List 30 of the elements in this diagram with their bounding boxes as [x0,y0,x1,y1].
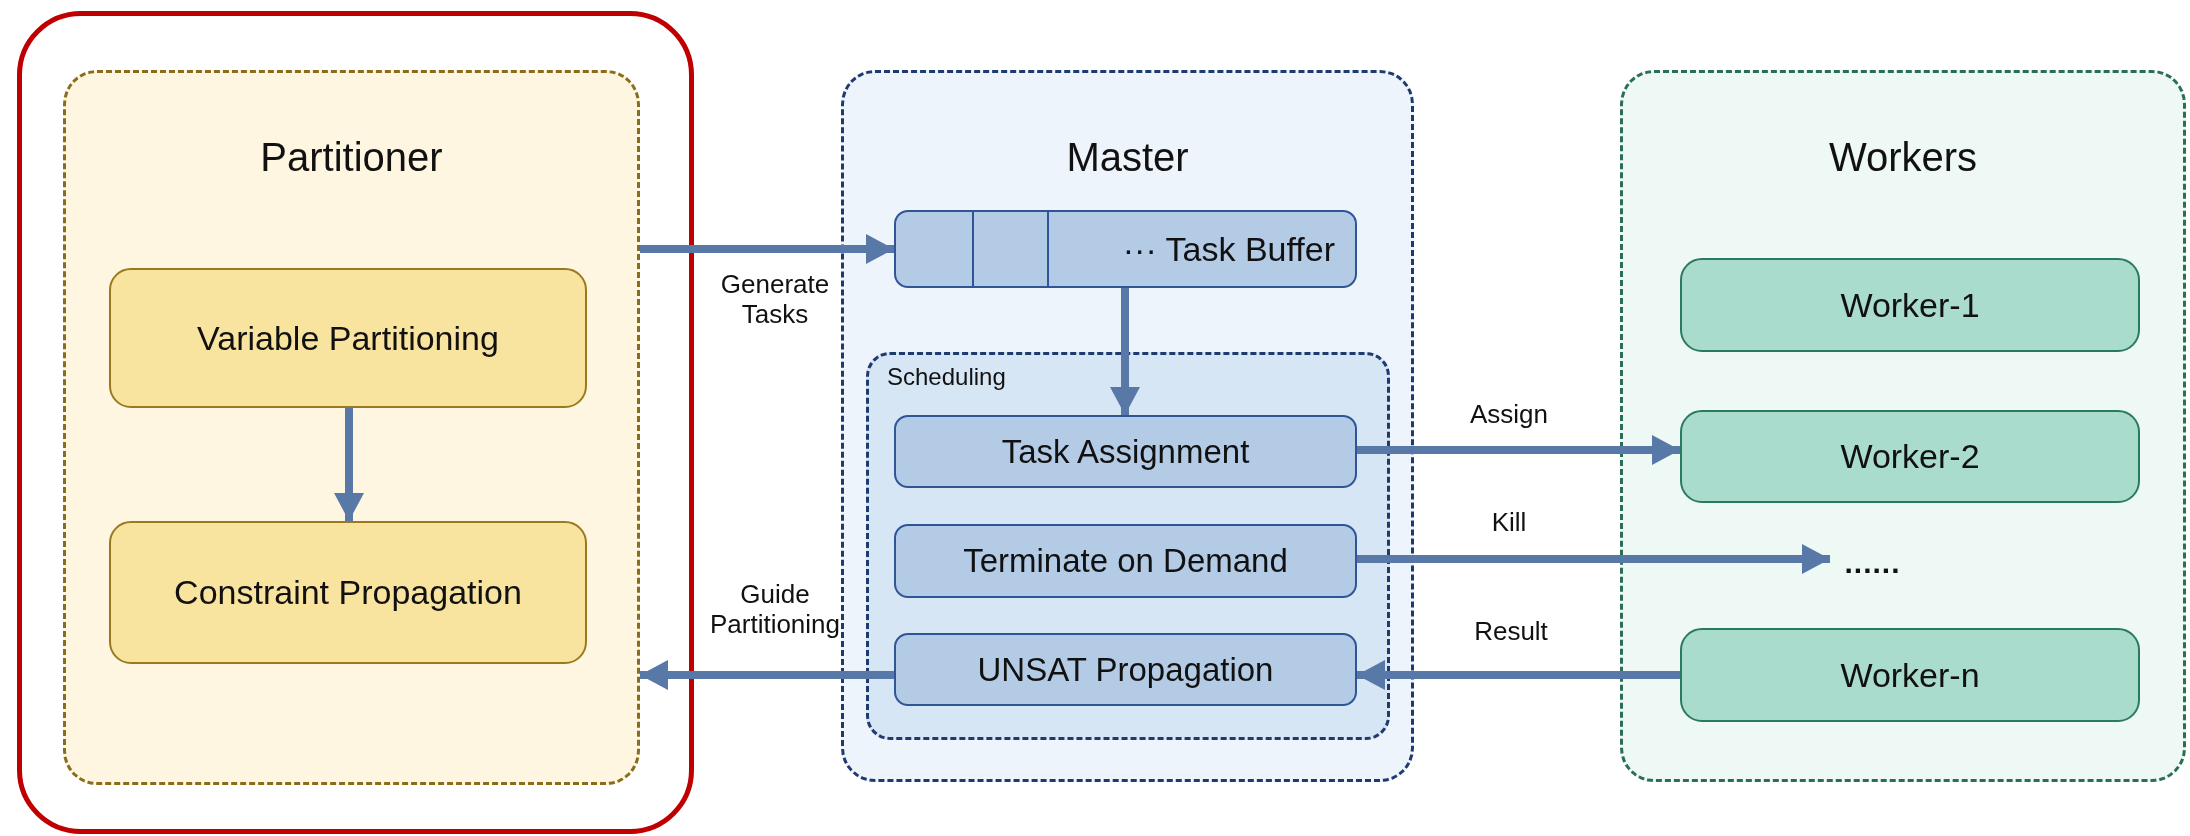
process-box: UNSAT Propagation [894,633,1357,706]
edge-label: Guide Partitioning [708,580,842,640]
edge-label: Assign [1468,400,1549,430]
arrow [1110,288,1140,415]
panel-title: Scheduling [887,363,1006,391]
group-panel [841,70,1414,782]
panel-title: Partitioner [260,135,443,180]
process-box: Worker-n [1680,628,2140,722]
arrow [1357,435,1680,465]
panel-title: Workers [1828,135,1978,180]
process-box: Variable Partitioning [109,268,587,408]
group-panel [63,70,640,785]
group-panel [1620,70,2186,782]
arrow [1357,544,1830,574]
process-box: Worker-2 [1680,410,2140,503]
panel-title: Master [1066,135,1189,180]
subgroup-panel [866,352,1390,740]
process-box: Worker-1 [1680,258,2140,352]
arrow [1357,660,1680,690]
edge-label: Generate Tasks [719,270,831,330]
arrow [640,234,894,264]
process-box: Terminate on Demand [894,524,1357,598]
process-box: Constraint Propagation [109,521,587,664]
ellipsis-text: ...... [1830,540,1915,585]
edge-label: Result [1473,617,1549,647]
edge-label: Kill [1490,508,1528,538]
process-box: Task Assignment [894,415,1357,488]
arrow [334,408,364,521]
arrow [640,660,894,690]
queue-box: ··· Task Buffer [894,210,1357,288]
